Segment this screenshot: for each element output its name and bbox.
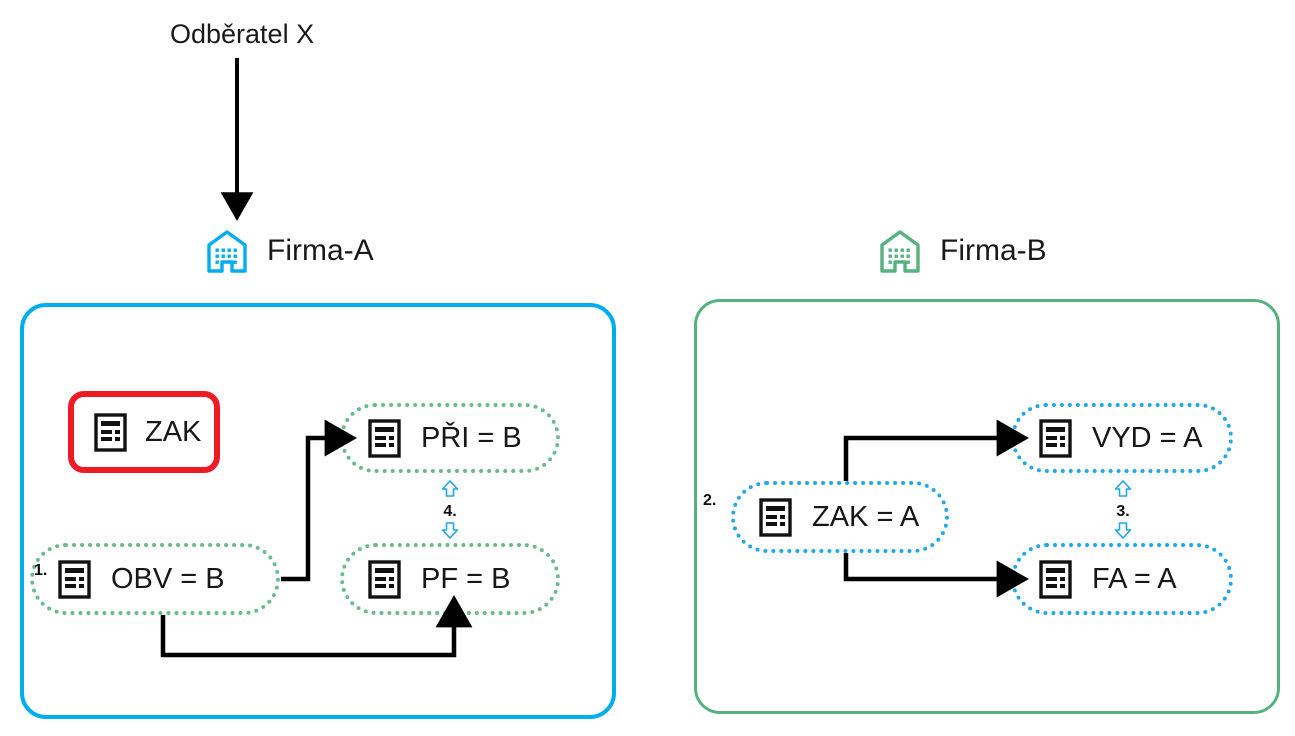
- firma-b-name: Firma-B: [940, 234, 1047, 267]
- document-icon: [759, 497, 792, 537]
- node-label: VYD = A: [1092, 422, 1203, 454]
- step-number-4: 4.: [443, 503, 457, 520]
- hollow-up-arrow-icon: [439, 480, 461, 502]
- firma-a-container: [20, 303, 616, 719]
- node-label: PF = B: [421, 563, 511, 595]
- step-number-3: 3.: [1116, 503, 1130, 520]
- firma-b-header: Firma-B: [878, 228, 1047, 274]
- hollow-down-arrow-icon: [439, 522, 461, 544]
- document-icon: [1039, 418, 1072, 458]
- node-label: ZAK: [145, 416, 202, 448]
- node-pf-b[interactable]: PF = B: [340, 543, 560, 615]
- document-icon: [94, 412, 127, 452]
- node-label: FA = A: [1092, 563, 1177, 595]
- node-label: OBV = B: [111, 563, 225, 595]
- node-vyd-a[interactable]: VYD = A: [1011, 403, 1233, 473]
- step-number-2: 2.: [703, 492, 717, 509]
- hollow-down-arrow-icon: [1112, 522, 1134, 544]
- document-icon: [368, 418, 401, 458]
- document-icon: [58, 559, 91, 599]
- step-number-1: 1.: [34, 562, 48, 579]
- hollow-up-arrow-icon: [1112, 480, 1134, 502]
- building-icon: [878, 228, 922, 274]
- node-obv-b[interactable]: OBV = B: [30, 543, 280, 615]
- source-label: Odběratel X: [170, 19, 315, 49]
- node-pri-b[interactable]: PŘI = B: [340, 403, 560, 473]
- building-icon: [205, 228, 249, 274]
- node-zak-eq-a[interactable]: ZAK = A: [731, 481, 949, 553]
- firma-a-header: Firma-A: [205, 228, 374, 274]
- node-fa-a[interactable]: FA = A: [1011, 543, 1233, 615]
- document-icon: [368, 559, 401, 599]
- sync-link-firma-a: 4.: [439, 479, 461, 545]
- sync-link-firma-b: 3.: [1112, 479, 1134, 545]
- node-zak-a[interactable]: ZAK: [68, 391, 220, 473]
- firma-a-name: Firma-A: [267, 234, 374, 267]
- node-label: ZAK = A: [812, 501, 920, 533]
- node-label: PŘI = B: [421, 422, 522, 454]
- document-icon: [1039, 559, 1072, 599]
